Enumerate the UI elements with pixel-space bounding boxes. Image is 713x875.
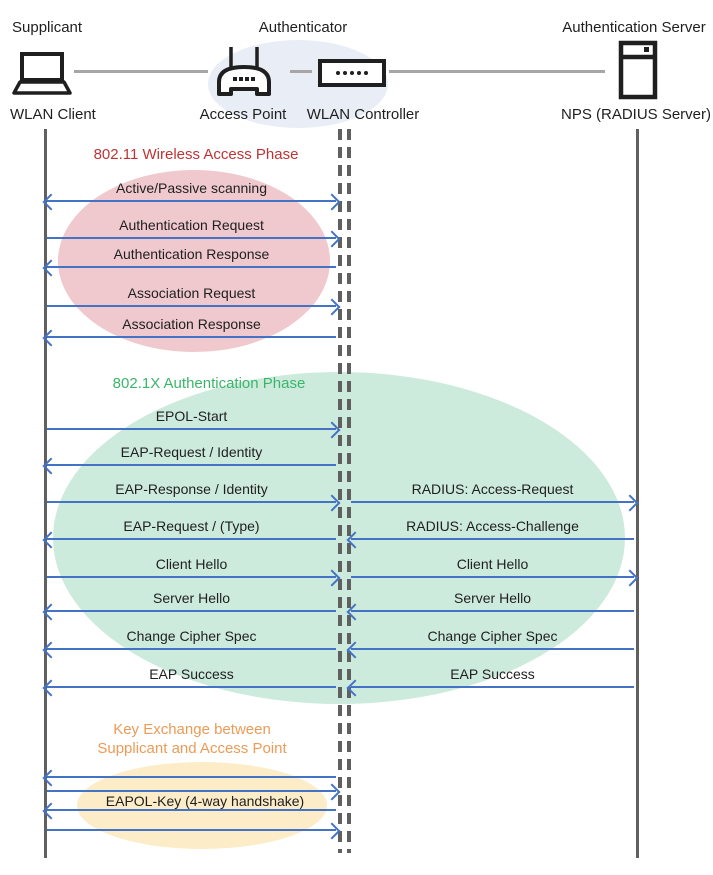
message-arrow [47,298,341,316]
message-arrow [346,531,634,549]
message-arrow [42,457,336,475]
phase3-title-line1: Key Exchange between [113,721,271,738]
message-label: EAP-Request / Identity [120,444,263,460]
message-arrow [47,822,341,840]
message-arrow [42,193,341,211]
message-label: EAP Success [149,666,234,682]
access-point-icon [212,42,276,100]
message-label: EPOL-Start [155,408,228,424]
message-label: EAP Success [450,666,535,682]
nps-radius-server-label: NPS (RADIUS Server) [560,106,712,123]
laptop-icon [10,51,74,98]
wlan-controller-label: WLAN Controller [306,106,420,123]
message-label: Client Hello [155,556,228,572]
wlan-controller-icon [318,59,386,87]
server-icon [618,40,658,100]
message-label: Change Cipher Spec [427,628,558,644]
message-arrow [42,531,336,549]
message-arrow [42,679,336,697]
message-label: Server Hello [152,590,231,606]
message-label: RADIUS: Access-Challenge [406,518,579,534]
supplicant-role-label: Supplicant [12,19,83,36]
message-arrow [47,569,341,587]
message-arrow [42,641,336,659]
authenticator-lifeline-left [338,129,342,853]
access-point-label: Access Point [199,106,287,123]
message-label: Authentication Response [113,246,270,262]
message-arrow [346,603,634,621]
phase3-title-line2: Supplicant and Access Point [97,740,287,757]
message-label: Association Response [122,316,261,332]
message-label: Client Hello [456,556,529,572]
message-arrow [42,802,336,820]
message-arrow [346,641,634,659]
wlan-client-label: WLAN Client [10,106,96,123]
authentication-server-role-label: Authentication Server [562,19,706,36]
message-arrow [42,329,336,347]
message-arrow [42,259,336,277]
actor-connector-dash [290,70,312,73]
message-label: EAP-Response / Identity [115,481,268,497]
actor-connector-line [74,70,208,73]
authenticator-lifeline-right [347,129,351,853]
authenticator-role-label: Authenticator [258,19,348,36]
message-label: Active/Passive scanning [116,180,267,196]
message-arrow [42,603,336,621]
message-arrow [42,769,336,787]
message-arrow [346,679,634,697]
message-label: Association Request [127,285,256,301]
message-label: Authentication Request [119,217,264,233]
message-arrow [351,494,639,512]
phase2-title: 802.1X Authentication Phase [112,375,306,392]
actor-connector-line [389,70,605,73]
eapol-key-band-label: EAPOL-Key (4-way handshake) [105,793,305,809]
supplicant-lifeline [44,129,47,858]
message-arrow [47,421,341,439]
message-arrow [47,230,341,248]
message-label: Server Hello [453,590,532,606]
message-arrow [47,783,341,801]
message-label: RADIUS: Access-Request [411,481,574,497]
message-label: Change Cipher Spec [126,628,257,644]
message-arrow [47,494,341,512]
message-arrow [351,569,639,587]
message-label: EAP-Request / (Type) [123,518,260,534]
phase1-title: 802.11 Wireless Access Phase [93,146,299,163]
server-lifeline [636,129,639,858]
